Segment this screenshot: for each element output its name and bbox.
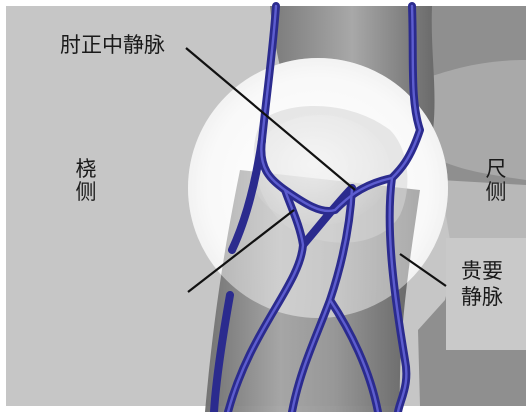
ulnar-side-label: 尺侧 — [484, 158, 508, 204]
ulnar-shelf — [440, 180, 526, 240]
radial-side-label: 桡侧 — [74, 158, 98, 204]
basilic-vein-label: 贵要静脉 — [461, 258, 507, 310]
median-cubital-vein-label: 肘正中静脉 — [60, 33, 165, 57]
